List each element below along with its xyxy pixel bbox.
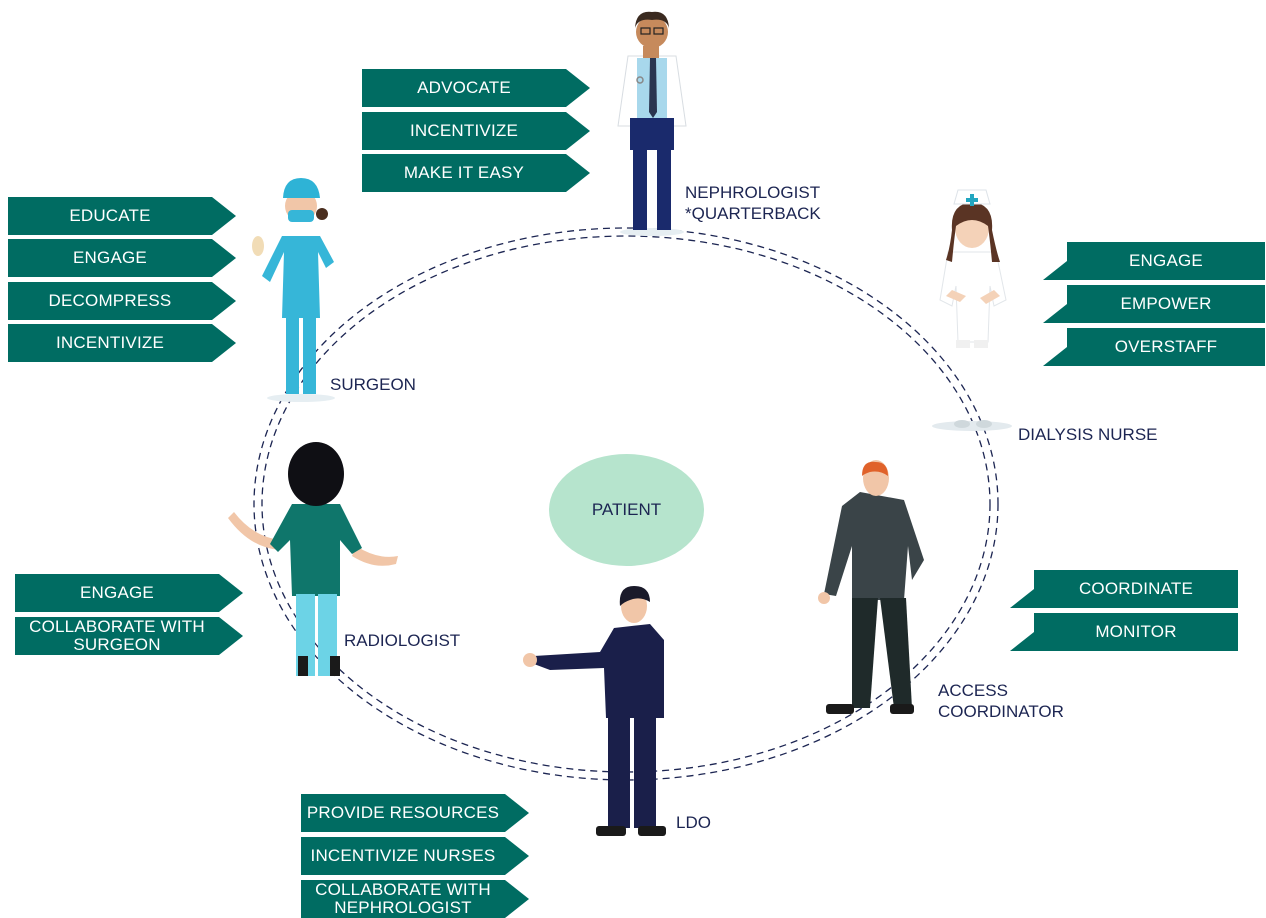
ldo-tag: INCENTIVIZE NURSES <box>301 837 529 875</box>
surgeon-tag: INCENTIVIZE <box>8 324 236 362</box>
surgeon-tag: EDUCATE <box>8 197 236 235</box>
nephrologist-tag: INCENTIVIZE <box>362 112 590 150</box>
radiologist-figure <box>228 442 398 676</box>
patient-label: PATIENT <box>591 500 662 519</box>
role-radiologist: RADIOLOGIST <box>344 631 461 650</box>
nephrologist-tag: ADVOCATE <box>362 69 590 107</box>
nephrologist-tag: MAKE IT EASY <box>362 154 590 192</box>
dialysis-nurse-tag: EMPOWER <box>1043 285 1265 323</box>
role-dialysis-nurse: DIALYSIS NURSE <box>1018 425 1158 444</box>
surgeon-figure <box>252 178 335 402</box>
role-surgeon: SURGEON <box>330 375 416 394</box>
nephrologist-figure <box>617 11 687 236</box>
surgeon-tag: DECOMPRESS <box>8 282 236 320</box>
radiologist-tag: COLLABORATE WITH SURGEON <box>15 617 243 655</box>
surgeon-tag: ENGAGE <box>8 239 236 277</box>
dialysis-nurse-figure <box>932 189 1012 431</box>
patient-node: PATIENT <box>549 454 704 566</box>
role-nephrologist: NEPHROLOGIST *QUARTERBACK <box>685 183 821 223</box>
role-access-coordinator: ACCESS COORDINATOR <box>938 681 1064 721</box>
access-coordinator-figure <box>818 460 924 714</box>
ldo-tag: COLLABORATE WITH NEPHROLOGIST <box>301 880 529 918</box>
dialysis-nurse-tag: OVERSTAFF <box>1043 328 1265 366</box>
access-coordinator-tag: MONITOR <box>1010 613 1238 651</box>
radiologist-tag: ENGAGE <box>15 574 243 612</box>
role-ldo: LDO <box>676 813 711 832</box>
ldo-figure <box>523 586 666 836</box>
dialysis-nurse-tag: ENGAGE <box>1043 242 1265 280</box>
ldo-tag: PROVIDE RESOURCES <box>301 794 529 832</box>
access-coordinator-tag: COORDINATE <box>1010 570 1238 608</box>
